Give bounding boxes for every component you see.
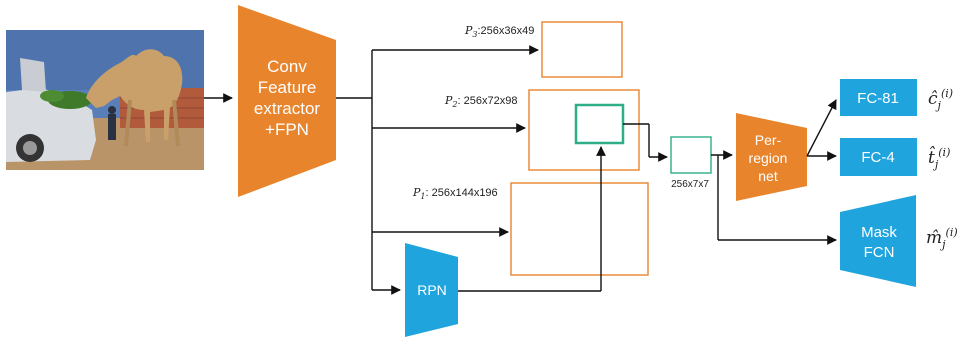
mask-fcn-head: Mask FCN m̂j(i)	[840, 195, 958, 287]
pooled-roi-features: 256x7x7	[670, 136, 712, 190]
arrow-per-region-to-fc	[806, 99, 837, 161]
extractor-line2: Feature	[258, 78, 317, 97]
arrow-rpn-to-roi	[458, 146, 606, 292]
feature-extractor-block: Conv Feature extractor +FPN	[238, 5, 336, 197]
feature-map-p3: P3:256x36x49	[464, 21, 623, 78]
class-output-label: ĉj(i)	[928, 87, 953, 112]
extractor-line4: +FPN	[265, 120, 309, 139]
mask-output-label: m̂j(i)	[926, 226, 958, 251]
arrow-pooled-to-heads	[711, 150, 837, 245]
mask-fcn-line1: Mask	[861, 224, 897, 241]
per-region-line2: region	[749, 150, 788, 166]
fc4-head: FC-4 t̂j(i)	[840, 138, 950, 176]
box-output-label: t̂j(i)	[928, 146, 950, 171]
fc81-head: FC-81 ĉj(i)	[840, 79, 953, 116]
p3-label: P3:256x36x49	[464, 24, 534, 39]
pooled-size-label: 256x7x7	[671, 179, 709, 190]
per-region-net-block: Per- region net	[736, 113, 807, 201]
p1-label: P1: 256x144x196	[412, 186, 498, 201]
rpn-label: RPN	[417, 282, 447, 298]
arrow-roi-to-pooled	[623, 123, 668, 162]
extractor-line3: extractor	[254, 99, 320, 118]
feature-map-p1: P1: 256x144x196	[412, 182, 649, 276]
input-photo	[6, 30, 204, 170]
p2-label: P2: 256x72x98	[444, 94, 517, 109]
mask-fcn-line2: FCN	[864, 244, 895, 261]
fc4-label: FC-4	[861, 149, 894, 166]
fc81-label: FC-81	[857, 90, 899, 107]
per-region-line1: Per-	[755, 132, 782, 148]
roi-box	[574, 103, 625, 145]
extractor-line1: Conv	[267, 57, 307, 76]
per-region-line3: net	[758, 168, 778, 184]
fpn-connections	[336, 45, 539, 295]
rpn-block: RPN	[405, 243, 458, 337]
feature-map-p2: P2: 256x72x98	[444, 89, 640, 171]
